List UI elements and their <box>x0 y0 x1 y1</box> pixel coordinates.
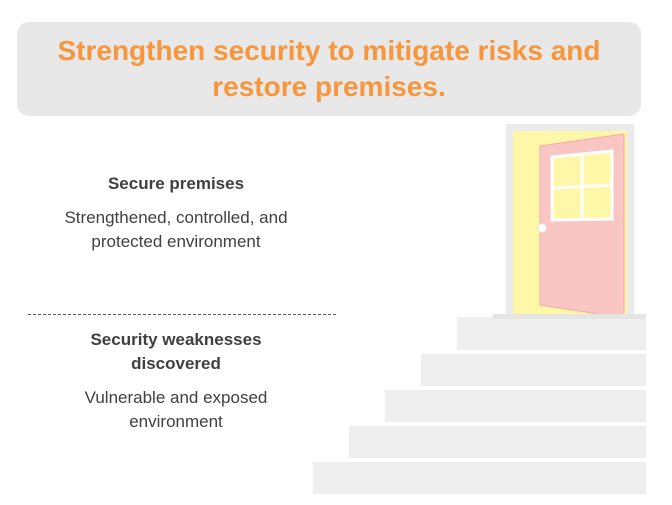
header-banner: Strengthen security to mitigate risks an… <box>17 22 641 116</box>
open-door-icon <box>506 124 634 319</box>
door-knob <box>537 223 547 233</box>
stage-divider <box>28 314 336 315</box>
page-title: Strengthen security to mitigate risks an… <box>57 35 601 102</box>
stage-heading-weaknesses: Security weaknesses discovered <box>90 330 262 373</box>
staircase-icon <box>313 314 646 494</box>
stage-secure-premises: Secure premises Strengthened, controlled… <box>18 172 334 254</box>
stage-description-weaknesses: Vulnerable and exposed environment <box>84 388 268 431</box>
stage-weaknesses: Security weaknesses discovered Vulnerabl… <box>18 328 334 434</box>
stage-description-secure: Strengthened, controlled, and protected … <box>64 208 288 251</box>
stage-heading-secure: Secure premises <box>107 174 245 193</box>
door-window <box>550 149 614 222</box>
